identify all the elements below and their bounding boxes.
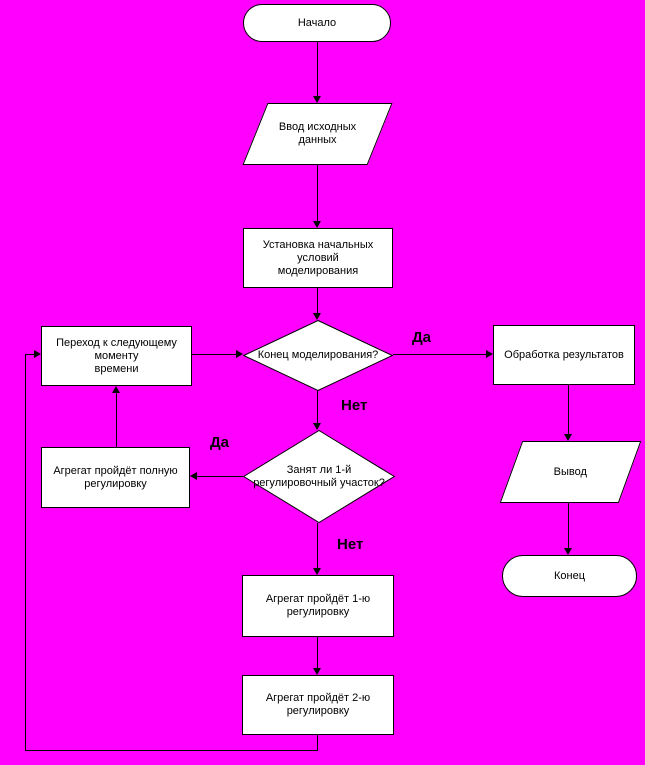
node-second-regulation-label: Агрегат пройдёт 2-ю регулировку — [265, 692, 371, 717]
arrowhead-down-icon — [313, 96, 321, 103]
edge-decision1-no-to-decision2 — [317, 391, 318, 423]
node-end-terminator: Конец — [502, 555, 637, 597]
node-start-terminator: Начало — [243, 4, 391, 42]
node-end-of-modeling-label: Конец моделирования? — [257, 349, 379, 361]
edge-start-to-input — [317, 42, 318, 96]
edge-decision2-no-to-first-regulation — [317, 523, 318, 568]
arrowhead-down-icon — [313, 423, 321, 430]
node-input-data-label: Ввод исходных данных — [278, 121, 357, 146]
node-full-regulation-label: Агрегат пройдёт полную регулировку — [53, 464, 178, 490]
edge-decision1-yes-to-results — [393, 354, 486, 355]
edge-feedback-left-segment — [25, 355, 26, 751]
node-next-time-moment-label: Переход к следующему моменту времени — [56, 336, 177, 375]
node-start-label: Начало — [297, 16, 337, 29]
arrowhead-down-icon — [564, 548, 572, 555]
node-output-parallelogram: Вывод — [499, 441, 642, 503]
edge-full-regulation-to-next-moment — [116, 393, 117, 447]
node-input-data-parallelogram: Ввод исходных данных — [242, 103, 393, 165]
node-second-regulation-process: Агрегат пройдёт 2-ю регулировку — [242, 675, 394, 735]
arrowhead-right-icon — [34, 350, 41, 358]
edge-output-to-end — [568, 503, 569, 548]
edge-feedback-into-next-moment — [25, 354, 34, 355]
edge-results-to-output — [568, 385, 569, 434]
node-output-label: Вывод — [553, 465, 588, 478]
node-first-regulation-label: Агрегат пройдёт 1-ю регулировку — [265, 593, 371, 618]
edge-setup-to-decision1 — [317, 288, 318, 313]
edge-label-yes-right: Да — [412, 329, 432, 346]
arrowhead-down-icon — [564, 434, 572, 441]
node-process-results-label: Обработка результатов — [504, 348, 624, 361]
edge-next-moment-to-decision1 — [192, 354, 236, 355]
edge-label-no-second: Нет — [337, 536, 364, 553]
node-process-results-process: Обработка результатов — [493, 325, 635, 385]
edge-first-to-second-regulation — [317, 637, 318, 668]
arrowhead-right-icon — [486, 350, 493, 358]
node-next-time-moment-process: Переход к следующему моменту времени — [41, 326, 192, 386]
node-section-busy-decision: Занят ли 1-й регулировочный участок? — [243, 430, 395, 523]
diamond-shape — [243, 430, 395, 523]
node-end-of-modeling-decision: Конец моделирования? — [243, 320, 393, 391]
arrowhead-down-icon — [313, 568, 321, 575]
edge-decision2-yes-to-full-regulation — [197, 476, 243, 477]
edge-feedback-bottom-segment — [25, 750, 318, 751]
node-setup-process: Установка начальных условий моделировани… — [243, 228, 393, 288]
node-first-regulation-process: Агрегат пройдёт 1-ю регулировку — [242, 575, 394, 637]
node-setup-label: Установка начальных условий моделировани… — [262, 238, 374, 277]
arrowhead-down-icon — [313, 313, 321, 320]
edge-feedback-down-segment — [317, 735, 318, 751]
arrowhead-down-icon — [313, 668, 321, 675]
node-full-regulation-process: Агрегат пройдёт полную регулировку — [41, 447, 190, 508]
arrowhead-right-icon — [236, 350, 243, 358]
edge-label-yes-left: Да — [210, 434, 230, 451]
node-end-label: Конец — [553, 569, 586, 582]
arrowhead-up-icon — [112, 386, 120, 393]
arrowhead-left-icon — [190, 472, 197, 480]
diamond-shape — [243, 320, 393, 391]
edge-label-no-first: Нет — [341, 397, 368, 414]
arrowhead-down-icon — [313, 221, 321, 228]
node-section-busy-label: Занят ли 1-й регулировочный участок? — [253, 463, 385, 489]
edge-input-to-setup — [317, 165, 318, 221]
